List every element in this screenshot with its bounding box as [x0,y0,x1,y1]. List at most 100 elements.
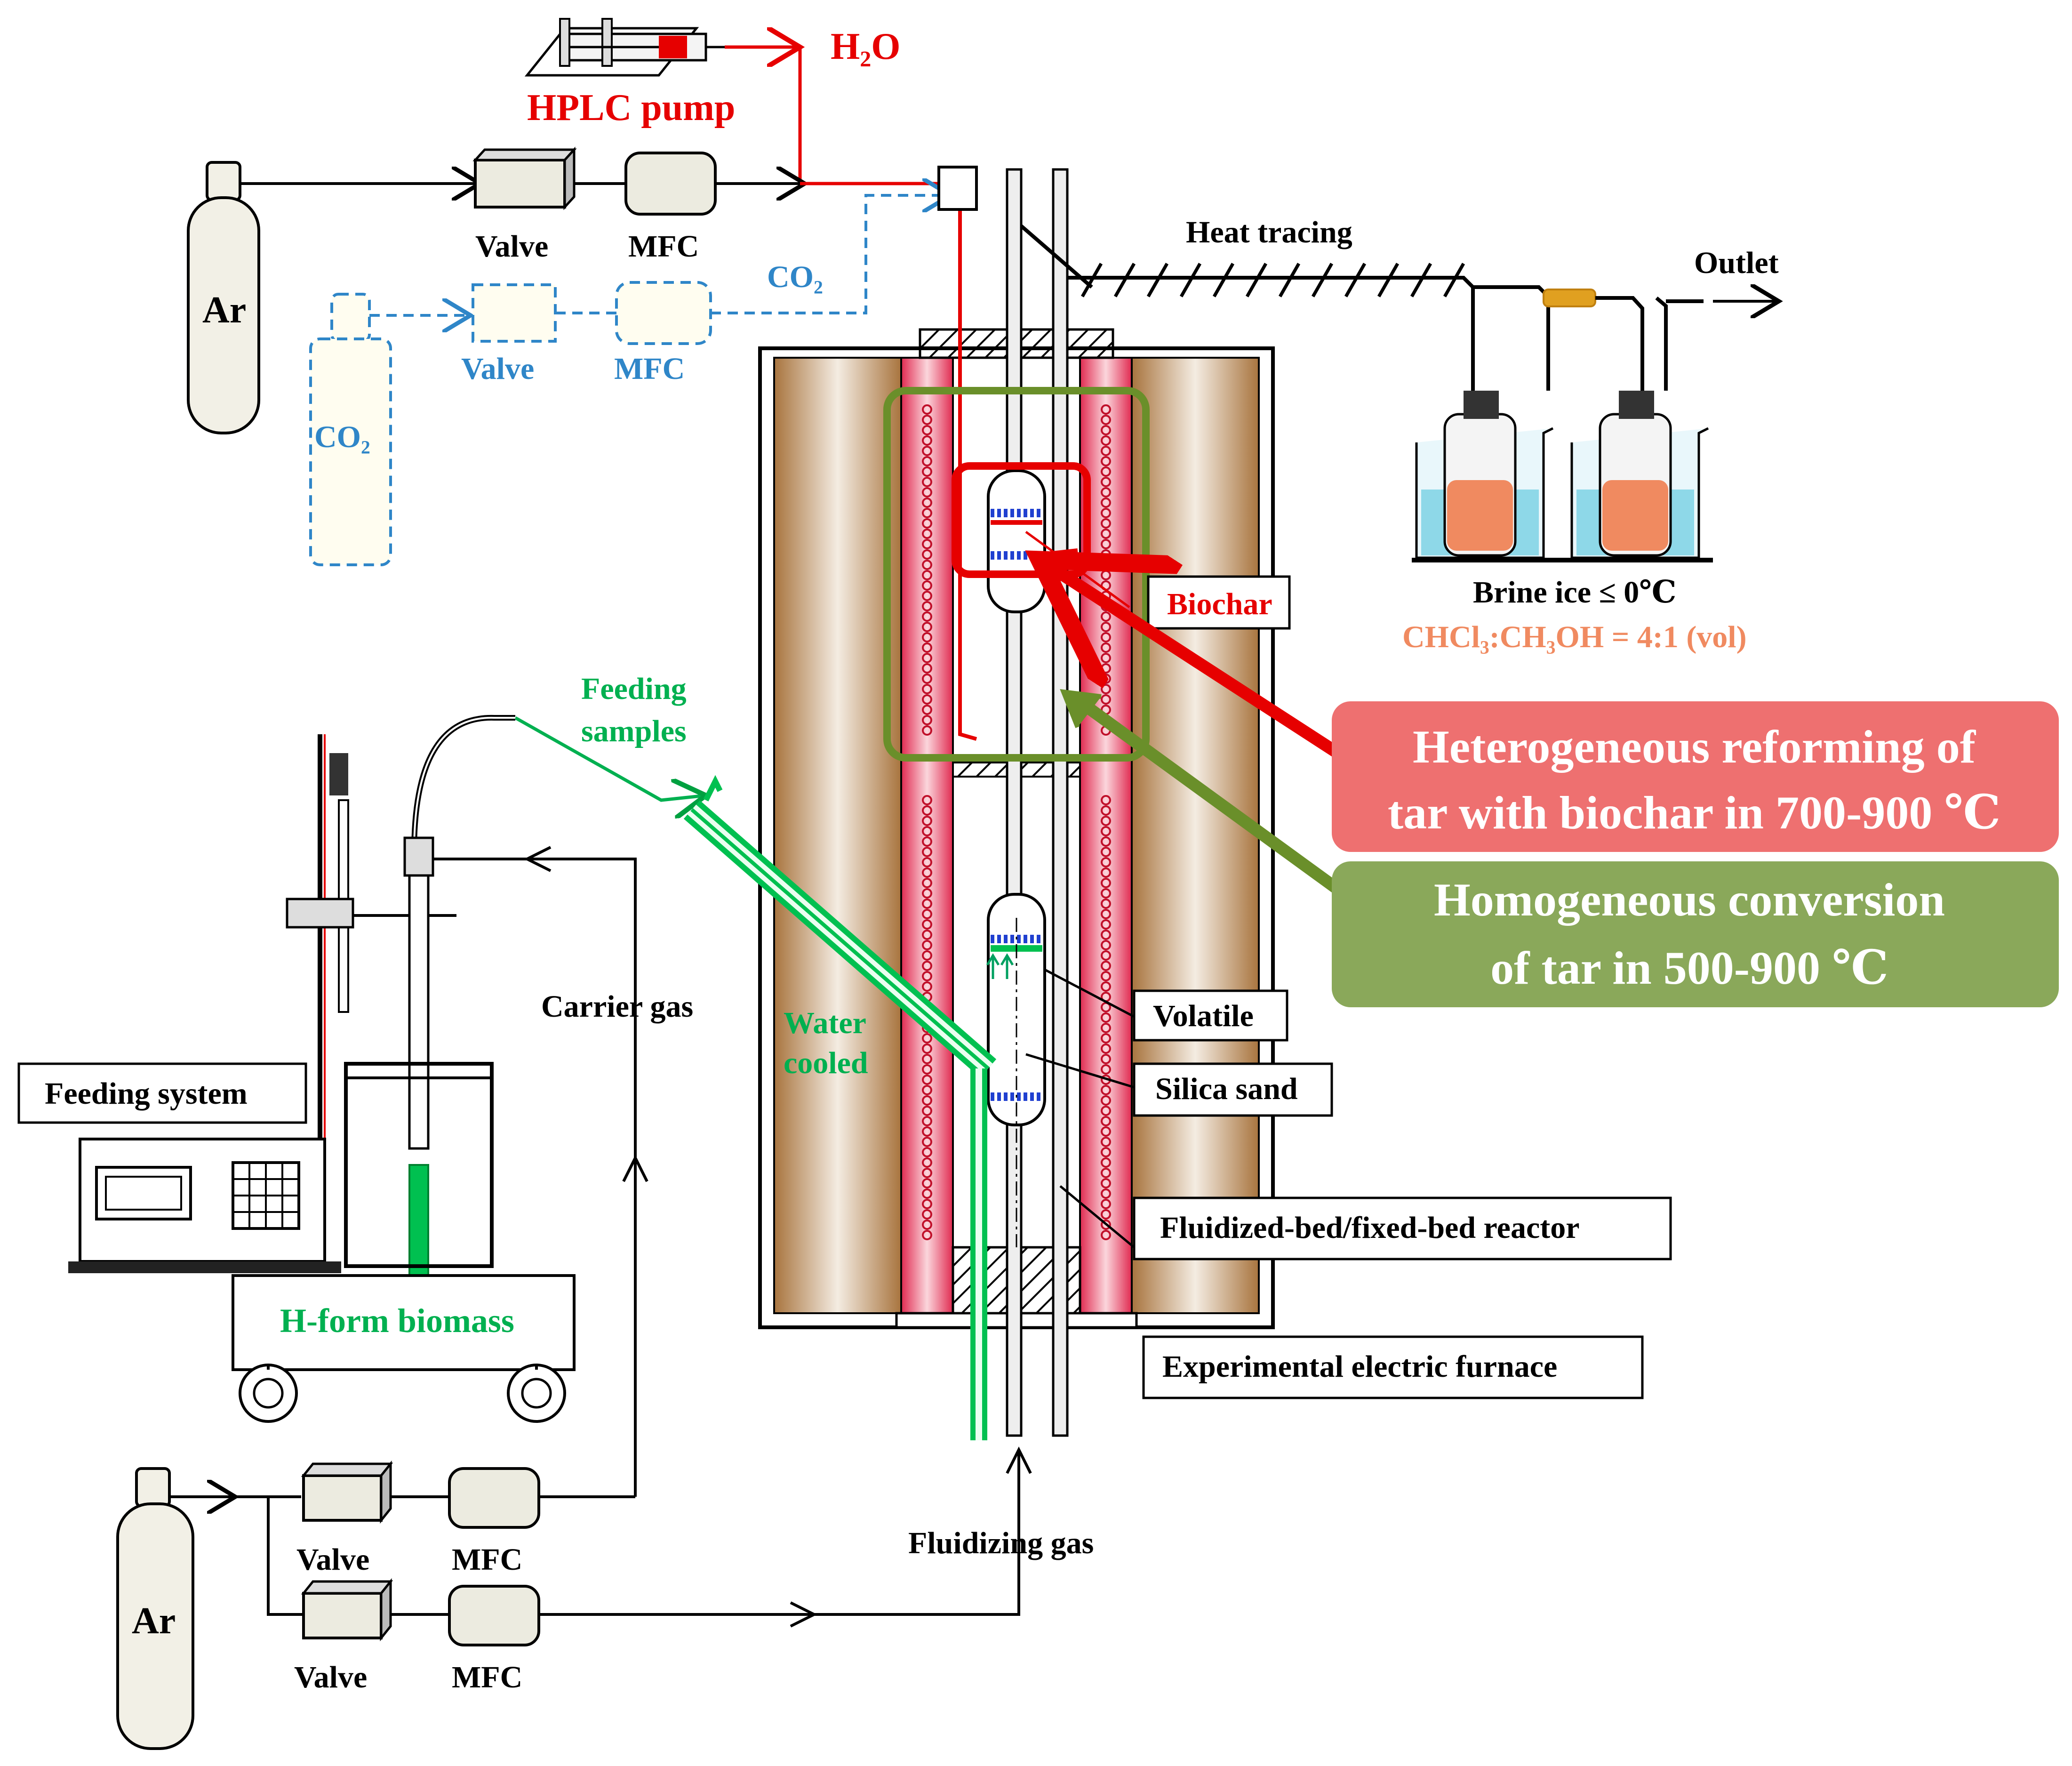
heater-coil-turn [922,601,932,611]
heater-coil-turn [1101,899,1111,909]
heater-coil-turn [922,826,932,836]
heater-coil-turn [1101,795,1111,805]
heater-coil-turn [922,705,932,715]
heater-coil-turn [922,425,932,435]
heater-coil-turn [1101,435,1111,446]
heater-coil-turn [922,518,932,529]
feeding-samples-label-1: Feeding [581,672,687,706]
heater-coil-turn [1101,415,1111,425]
heater-coil-turn [922,930,932,940]
carrier-gas-arrowhead-top [524,846,552,872]
hplc-pump-label: HPLC pump [527,87,735,128]
heater-coil-turn [1101,919,1111,930]
co2-line-label: CO₂ [767,260,823,294]
heater-coil-turn [922,1075,932,1085]
valve-co2 [472,283,557,343]
heat-tracing-hatch [1113,263,1136,297]
heat-tracing-hatch [1245,263,1268,297]
heterogeneous-arrow [1040,560,1378,782]
heterogeneous-arrowhead [1032,548,1078,594]
heater-coil-turn [1101,1095,1111,1106]
heater-coil-turn [922,477,932,487]
heater-coil-turn [1101,1044,1111,1054]
furnace-box [1142,1335,1644,1399]
heater-coil-turn [922,950,932,961]
heater-coil-turn [922,415,932,425]
heater-coil-turn [922,1085,932,1095]
heater-coil-turn [922,1054,932,1064]
heater-coil-turn [1101,805,1111,816]
heater-coil-turn [922,622,932,632]
heater-coil-turn [1101,1054,1111,1064]
heater-coil-turn [1101,1209,1111,1220]
heater-coil-turn [922,529,932,539]
heater-coil-turn [1101,1126,1111,1137]
heater-coil-turn [1101,1137,1111,1147]
heater-coil-turn [1101,847,1111,857]
heater-coil-turn [1101,1199,1111,1209]
water-cooled-feed-tube [683,775,997,1440]
heater-coil-turn [922,684,932,694]
heater-coil-turn [1101,971,1111,981]
heater-coil-turn [1101,867,1111,878]
heat-tracing-hatch [1410,263,1432,297]
cold-trap [1412,285,1713,562]
heater-coil-turn [1101,425,1111,435]
heater-coil-turn [922,1064,932,1075]
heterogeneous-callout [1332,701,2059,852]
volatile-pointer [1044,968,1135,1018]
heater-coil-turn [1101,857,1111,867]
mfc-bottom-1 [448,1467,540,1529]
heater-coil-turn [922,663,932,674]
heater-coil-turn [1101,888,1111,899]
valve-top-label: Valve [475,229,548,264]
fluidizing-arrowhead-top [1006,1446,1032,1474]
heater-coil-turn [922,867,932,878]
water-line [725,45,802,184]
heater-coil-turn [922,1033,932,1044]
mfc-co2-label: MFC [614,352,685,386]
heat-tracing-hatch [1179,263,1202,297]
outlet-label: Outlet [1694,246,1779,280]
heat-tracing-pointer [1020,224,1093,289]
heater-coil-turn [1101,694,1111,705]
heater-coil-turn [1101,826,1111,836]
heater-coil-turn [1101,539,1111,549]
heater-coil-turn [922,909,932,919]
heater-coil-turn [1101,1106,1111,1116]
heater-coil-turn [1101,487,1111,498]
silica-pointer [1025,1053,1135,1089]
biochar-label: Biochar [1167,587,1272,621]
heater-coil-turn [1101,404,1111,415]
homogeneous-line-2: of tar in 500-900 ℃ [1490,942,1888,994]
heater-coil-turn [1101,1012,1111,1023]
water-inlet-tube [958,207,977,741]
heater-coil-turn [1101,466,1111,477]
heater-coil-turn [922,1147,932,1157]
heat-tracing-hatch [1443,263,1465,297]
heater-coil-turn [922,549,932,560]
co2-cylinder-label: CO₂ [314,420,370,454]
carrier-gas-arrowhead-mid [622,1155,648,1182]
heater-coil-turn [922,1199,932,1209]
heater-coil-turn [1101,518,1111,529]
reactor-label: Fluidized-bed/fixed-bed reactor [1160,1211,1580,1245]
valve-b1-label: Valve [296,1542,369,1577]
homogeneous-line-1: Homogeneous conversion [1434,874,1945,926]
heater-coil-turn [1101,961,1111,971]
valve-co2-label: Valve [461,352,534,386]
heater-coil-turn [1101,1188,1111,1199]
heater-coil-turn [922,580,932,591]
heat-tracing-line [1068,276,1475,391]
heater-coil-turn [1101,1178,1111,1188]
mfc-top-label: MFC [628,229,699,264]
hplc-pump [524,18,725,77]
heater-coil-turn [1101,1147,1111,1157]
heat-tracing-hatch [1311,263,1334,297]
homogeneous-callout [1332,861,2059,1007]
volatile-box [1133,989,1288,1042]
feeder-controller [68,1138,341,1273]
heater-coil-turn [922,836,932,847]
heater-coil-turn [1101,909,1111,919]
heater-coil-turn [1101,446,1111,456]
